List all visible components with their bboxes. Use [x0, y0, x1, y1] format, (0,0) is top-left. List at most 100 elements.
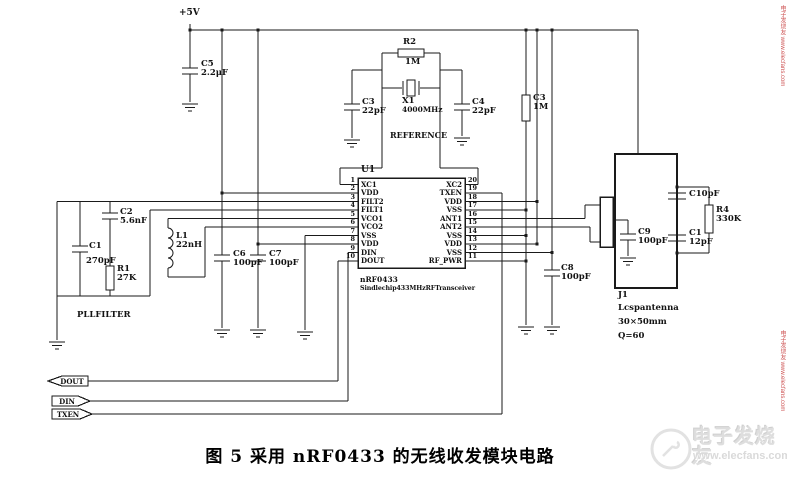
watermark-site-url: www.elecfans.com [779, 361, 785, 412]
din-flag-label: DIN [59, 397, 75, 406]
antenna-network [599, 153, 714, 289]
pin-number: 2 [350, 184, 355, 192]
pin-name: VDD [361, 188, 379, 197]
pll-filter-block-label: PLLFILTER [77, 310, 131, 320]
j1-type-label: Lcspantenna [618, 303, 679, 313]
pin-name: TXEN [439, 188, 462, 197]
watermark-site-url: www.elecfans.com [693, 450, 787, 462]
c6-value-label: 100pF [233, 258, 263, 268]
c3-refdes-label: C3 [362, 97, 375, 107]
pin-number: 7 [350, 226, 355, 235]
x1-value-label: 4000MHz [402, 105, 443, 114]
pin-name: VSS [446, 230, 462, 240]
transceiver-chip-outline [340, 177, 478, 269]
figure-caption: 图 5 采用 nRF0433 的无线收发模块电路 [205, 447, 555, 467]
pin-number: 9 [350, 243, 355, 252]
j1-size-label: 30×50mm [618, 317, 667, 327]
ground-symbol [344, 139, 360, 148]
c9-value-label: 100pF [638, 236, 668, 246]
pin-name: VSS [446, 205, 462, 214]
ground-symbol [49, 341, 65, 350]
pin-name: FILT2 [361, 196, 384, 206]
c7-value-label: 100pF [269, 258, 299, 268]
crystal-symbol [406, 79, 416, 97]
resistor-symbol [704, 204, 714, 234]
reference-oscillator [339, 48, 479, 185]
pin-number: 20 [468, 175, 478, 184]
pin-number: 19 [468, 184, 478, 192]
pin-name: DOUT [361, 256, 385, 265]
ground-symbol [297, 331, 313, 340]
pin-number: 13 [468, 235, 478, 243]
c5-refdes-label: C5 [201, 59, 214, 69]
pin-name: ANT2 [440, 222, 462, 231]
pin-name: XC1 [361, 179, 377, 189]
pin-number: 12 [468, 243, 478, 252]
r3-value-label: 1M [533, 102, 549, 112]
pin-name: VCO2 [361, 222, 383, 231]
left-side-wiring [49, 192, 358, 402]
pin-name: VSS [361, 230, 377, 240]
pin-number: 18 [468, 192, 478, 201]
pin-name: ANT1 [440, 213, 462, 223]
c1-value-label: 270pF [86, 256, 116, 266]
watermark-site-name: 电子发烧友 [692, 424, 776, 468]
pin-name: RF_PWR [428, 256, 462, 265]
c8-refdes-label: C8 [561, 263, 574, 273]
r1-refdes-label: R1 [117, 264, 130, 274]
dout-flag-symbol [46, 375, 89, 387]
pin-name: XC2 [446, 179, 462, 189]
j1-refdes-label: J1 [618, 290, 628, 300]
j1-q-label: Q=60 [618, 331, 645, 341]
pin-number: 6 [350, 218, 355, 226]
pin-number: 17 [468, 201, 478, 209]
txen-flag-symbol [51, 408, 94, 420]
c11-refdes-label: C1 [689, 228, 702, 238]
pin-number: 3 [350, 192, 355, 201]
c5-value-label: 2.2μF [201, 68, 229, 78]
r1-value-label: 27K [117, 273, 137, 283]
watermark-logo-icon [650, 428, 692, 470]
power-rail-and-c5 [182, 24, 639, 338]
pin-name: VSS [446, 247, 462, 257]
ground-symbol [518, 326, 534, 335]
c3-value-label: 22pF [362, 106, 386, 116]
pin-number: 15 [468, 218, 478, 226]
antenna-connector-box [599, 196, 614, 248]
c4-refdes-label: C4 [472, 97, 485, 107]
watermark-vertical-bottom: 电子发烧友 www.elecfans.com [775, 330, 786, 475]
chip-part-number-label: nRF0433 [360, 275, 398, 284]
watermark-site-url: www.elecfans.com [779, 36, 785, 87]
resistor-symbol [397, 48, 425, 58]
l1-value-label: 22nH [176, 240, 203, 250]
pin-name: DIN [361, 247, 377, 257]
watermark-site-name: 电子发烧友 [779, 5, 785, 35]
r4-refdes-label: R4 [716, 205, 729, 215]
c2-value-label: 5.6nF [120, 216, 148, 226]
din-flag-symbol [51, 395, 92, 407]
ground-symbol [454, 137, 470, 146]
r4-value-label: 330K [716, 214, 742, 224]
reference-block-label: REFERENCE [390, 130, 448, 140]
pin-number: 8 [350, 235, 355, 243]
ground-symbol [544, 326, 560, 335]
pin-number: 16 [468, 209, 478, 218]
pin-number: 10 [345, 252, 355, 260]
dout-flag-label: DOUT [60, 377, 84, 386]
pin-name: VDD [444, 196, 462, 206]
io-flag-symbols [46, 375, 94, 420]
pin-name: VDD [444, 239, 462, 248]
pin-number: 14 [468, 226, 478, 235]
c11-value-label: 12pF [689, 237, 713, 247]
l1-refdes-label: L1 [176, 231, 188, 241]
watermark-site-name: 电子发烧友 [779, 330, 785, 360]
txen-flag-label: TXEN [56, 410, 80, 419]
chip-subtitle-label: Sindlechip433MHzRFTransceiver [360, 285, 475, 292]
c7-refdes-label: C7 [269, 249, 282, 259]
c6-refdes-label: C6 [233, 249, 246, 259]
pin-number: 5 [350, 209, 355, 218]
pin-number: 4 [350, 201, 355, 209]
ground-symbol [620, 257, 636, 266]
